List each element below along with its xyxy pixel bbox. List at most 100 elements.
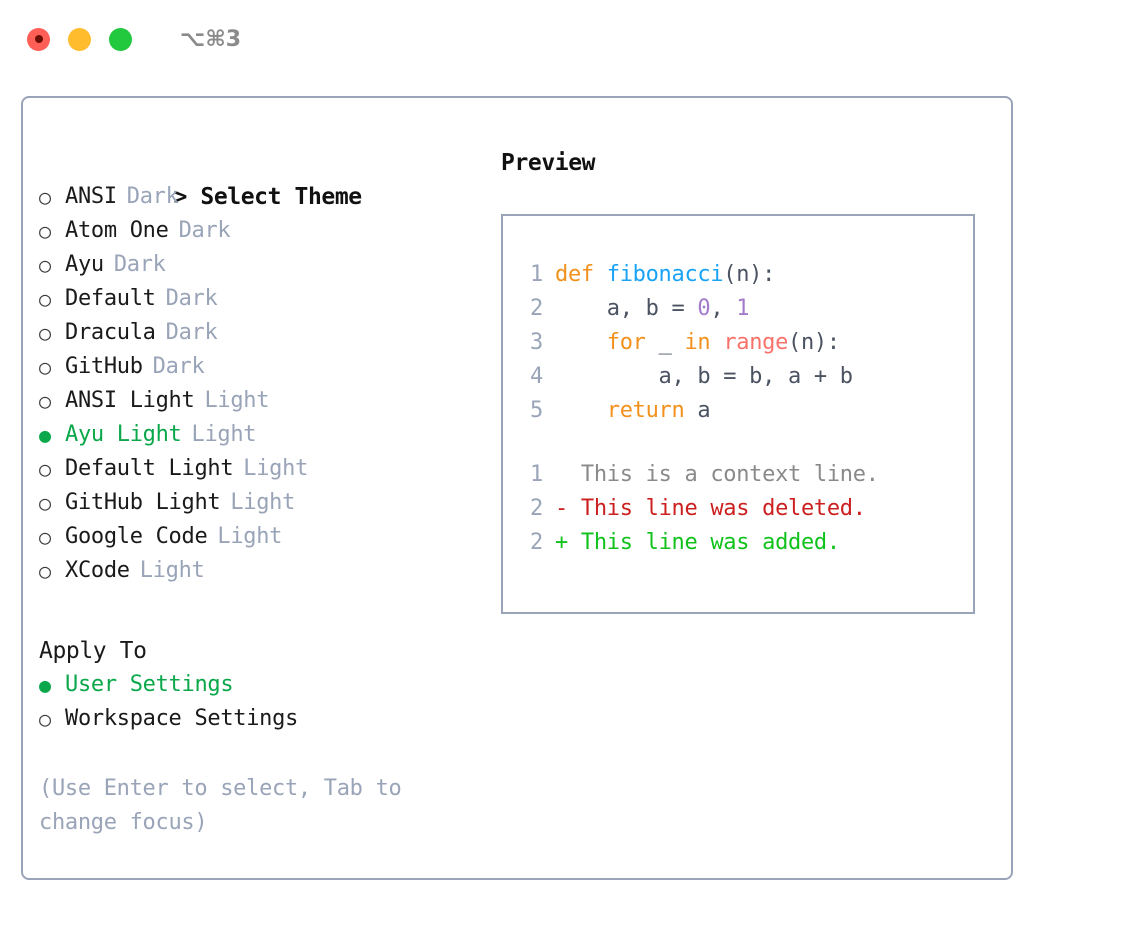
diff-marker: + [555,530,568,555]
radio-unselected-icon: ○ [39,707,51,731]
theme-option-kind: Light [204,388,270,413]
line-number: 3 [530,330,543,355]
close-button[interactable] [27,27,50,51]
diff-sample: 1 This is a context line. 2- This line wa… [517,458,973,560]
theme-option-name: GitHub Light [65,490,221,515]
line-number: 5 [530,398,543,423]
theme-option-kind: Light [243,456,309,481]
radio-unselected-icon: ○ [39,457,51,481]
theme-option-ansi[interactable]: ○ ANSI Dark [39,180,489,214]
prompt-caret: > [173,184,201,210]
diff-text: This is a context line. [567,462,879,487]
code-line: 3 for _ in range(n): [517,326,973,360]
theme-option-kind: Light [217,524,283,549]
theme-option-name: ANSI [65,184,117,209]
theme-option-kind: Dark [178,218,231,243]
diff-line: 2- This line was deleted. [517,492,973,526]
code-token: return [606,398,685,423]
theme-option-name: Default [65,286,156,311]
code-token: , [710,296,737,321]
preview-heading: Preview [501,150,596,176]
select-theme-heading: > Select Theme [39,146,489,210]
apply-to-option-user-settings[interactable]: ● User Settings [39,668,489,702]
code-token [710,330,723,355]
code-token: def [555,262,607,287]
theme-option-kind: Dark [126,184,179,209]
radio-unselected-icon: ○ [39,525,51,549]
line-number: 2 [530,496,543,521]
line-number: 1 [530,462,543,487]
window-controls [27,27,132,51]
diff-marker: - [555,496,568,521]
code-token: a, b = b, a + b [555,364,854,389]
code-token: 1 [736,296,750,321]
line-number: 1 [530,262,543,287]
radio-unselected-icon: ○ [39,185,51,209]
theme-option-kind: Dark [165,320,218,345]
zoom-button[interactable] [109,27,132,51]
code-token: a [684,398,711,423]
title-bar: ⌥⌘3 [0,0,1140,78]
code-line: 2 a, b = 0, 1 [517,292,973,326]
radio-unselected-icon: ○ [39,355,51,379]
keyboard-hint-text: (Use Enter to select, Tab to change focu… [39,776,402,835]
theme-option-kind: Light [230,490,296,515]
diff-marker [555,462,568,487]
code-token [555,398,607,423]
theme-option-name: Dracula [65,320,156,345]
theme-option-name: GitHub [65,354,143,379]
theme-option-kind: Light [191,422,257,447]
apply-to-option-name: User Settings [65,672,234,697]
theme-option-google-code[interactable]: ○ Google Code Light [39,520,489,554]
apply-to-option-workspace-settings[interactable]: ○ Workspace Settings [39,702,489,736]
apply-to-option-name: Workspace Settings [65,706,299,731]
radio-unselected-icon: ○ [39,321,51,345]
code-token [555,330,607,355]
theme-option-github[interactable]: ○ GitHub Dark [39,350,489,384]
theme-option-default-light[interactable]: ○ Default Light Light [39,452,489,486]
theme-option-name: ANSI Light [65,388,195,413]
code-token: for [606,330,646,355]
code-token: fibonacci [606,262,724,287]
radio-selected-icon: ● [39,673,51,697]
diff-line: 2+ This line was added. [517,526,973,560]
radio-selected-icon: ● [39,423,51,447]
code-line: 4 a, b = b, a + b [517,360,973,394]
theme-option-name: Default Light [65,456,234,481]
radio-unselected-icon: ○ [39,491,51,515]
radio-unselected-icon: ○ [39,287,51,311]
line-number: 2 [530,530,543,555]
code-token: in [684,330,711,355]
theme-option-dracula[interactable]: ○ Dracula Dark [39,316,489,350]
theme-option-github-light[interactable]: ○ GitHub Light Light [39,486,489,520]
theme-option-ansi-light[interactable]: ○ ANSI Light Light [39,384,489,418]
code-token: 0 [697,296,711,321]
apply-to-option-list: ● User Settings ○ Workspace Settings [39,668,489,736]
theme-option-kind: Light [139,558,205,583]
code-token: _ [645,330,685,355]
radio-unselected-icon: ○ [39,253,51,277]
diff-text: This line was deleted. [567,496,866,521]
radio-unselected-icon: ○ [39,389,51,413]
line-number: 4 [530,364,543,389]
code-diff-spacer [517,428,973,458]
select-theme-title: Select Theme [200,184,362,210]
theme-option-name: Ayu [65,252,104,277]
recording-indicator-icon [34,35,43,43]
line-number: 2 [530,296,543,321]
theme-option-name: Google Code [65,524,208,549]
radio-unselected-icon: ○ [39,219,51,243]
theme-option-kind: Dark [152,354,205,379]
minimize-button[interactable] [68,27,91,51]
